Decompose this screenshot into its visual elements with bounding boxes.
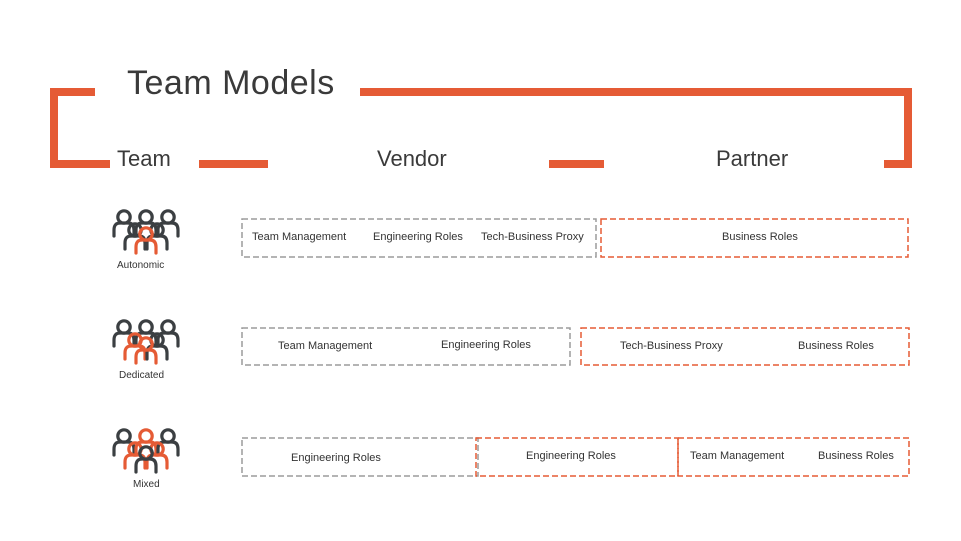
autonomic-vendor-label-3: Tech-Business Proxy bbox=[481, 231, 584, 243]
model-name-dedicated: Dedicated bbox=[119, 370, 165, 381]
bracket-right bbox=[360, 88, 912, 168]
dedicated-vendor-box bbox=[241, 327, 571, 366]
autonomic-partner-label-1: Business Roles bbox=[722, 231, 798, 243]
team-icon-dedicated bbox=[112, 319, 180, 365]
model-name-autonomic: Autonomic bbox=[117, 260, 165, 271]
dedicated-vendor-label-1: Team Management bbox=[278, 340, 373, 352]
column-heading-vendor: Vendor bbox=[377, 146, 447, 171]
team-icon-autonomic bbox=[112, 209, 180, 255]
autonomic-vendor-label-1: Team Management bbox=[252, 231, 347, 243]
team-icon-mixed bbox=[112, 428, 180, 474]
mixed-vendor-box bbox=[241, 437, 479, 477]
page-title: Team Models bbox=[127, 64, 335, 102]
autonomic-vendor-label-2: Engineering Roles bbox=[373, 231, 463, 243]
mixed-vendor-label-1: Engineering Roles bbox=[291, 452, 381, 464]
mixed-shared-label-1: Engineering Roles bbox=[526, 450, 616, 462]
dedicated-vendor-label-2: Engineering Roles bbox=[441, 339, 531, 351]
bracket-left bbox=[50, 88, 110, 168]
model-name-mixed: Mixed bbox=[133, 479, 160, 490]
mixed-partner-label-2: Business Roles bbox=[818, 450, 894, 462]
column-heading-team: Team bbox=[117, 146, 171, 171]
dedicated-partner-label-1: Tech-Business Proxy bbox=[620, 340, 723, 352]
dedicated-partner-box bbox=[580, 327, 910, 366]
mixed-partner-label-1: Team Management bbox=[690, 450, 785, 462]
column-heading-partner: Partner bbox=[716, 146, 789, 171]
autonomic-vendor-box bbox=[241, 218, 597, 258]
bracket-frame bbox=[50, 88, 912, 168]
mixed-partner-box bbox=[677, 437, 910, 477]
autonomic-partner-box bbox=[600, 218, 909, 258]
dedicated-partner-label-2: Business Roles bbox=[798, 340, 874, 352]
